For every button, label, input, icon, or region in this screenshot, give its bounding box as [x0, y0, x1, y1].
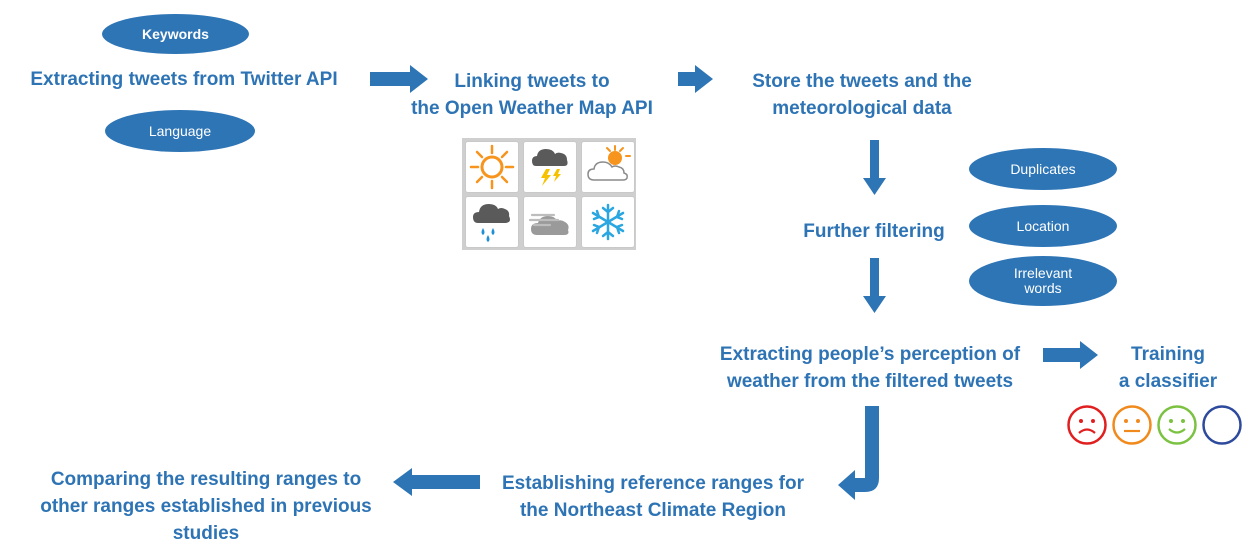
- compare-step-label: Comparing the resulting ranges to other …: [18, 466, 394, 547]
- sentiment-faces: [1067, 405, 1242, 445]
- snowflake-icon: [581, 196, 635, 248]
- store-step-label: Store the tweets and the meteorological …: [722, 68, 1002, 122]
- establish-step-label: Establishing reference ranges for the No…: [488, 470, 818, 524]
- arrow-perception-to-establish: [838, 406, 879, 500]
- training-step-line1: Training: [1131, 344, 1205, 365]
- perception-step-line1: Extracting people’s perception of: [719, 344, 1021, 365]
- store-step-line2: meteorological data: [772, 98, 952, 119]
- fog-icon: [523, 196, 577, 248]
- link-step-line2: the Open Weather Map API: [411, 98, 653, 119]
- arrow-link-to-store: [678, 65, 713, 93]
- empty-circle-icon: [1202, 405, 1242, 445]
- compare-step-line3: studies: [172, 523, 240, 544]
- rain-icon: [465, 196, 519, 248]
- compare-step-line1: Comparing the resulting ranges to: [50, 469, 362, 490]
- extract-step-label: Extracting tweets from Twitter API: [30, 69, 338, 90]
- arrow-filter-to-perception: [863, 258, 886, 313]
- establish-step-line1: Establishing reference ranges for: [502, 473, 804, 494]
- happy-face-icon: [1157, 405, 1197, 445]
- store-step-line1: Store the tweets and the: [752, 71, 972, 92]
- location-pill: Location: [969, 205, 1117, 247]
- link-step-label: Linking tweets to the Open Weather Map A…: [382, 68, 682, 122]
- filter-step-label: Further filtering: [803, 221, 945, 242]
- training-step-line2: a classifier: [1118, 371, 1218, 392]
- perception-step-label: Extracting people’s perception of weathe…: [690, 341, 1050, 395]
- neutral-face-icon: [1112, 405, 1152, 445]
- duplicates-pill: Duplicates: [969, 148, 1117, 190]
- establish-step-line2: the Northeast Climate Region: [519, 500, 787, 521]
- arrow-extract-to-link: [370, 65, 428, 93]
- irrelevant-words-pill: Irrelevant words: [969, 256, 1117, 306]
- partly-cloudy-icon: [581, 141, 635, 193]
- sun-icon: [465, 141, 519, 193]
- irrelevant-words-line2: words: [1024, 280, 1062, 296]
- link-step-line1: Linking tweets to: [454, 71, 610, 92]
- language-pill: Language: [105, 110, 255, 152]
- weather-icon-grid: [462, 138, 636, 250]
- irrelevant-words-line1: Irrelevant: [1013, 265, 1073, 281]
- training-step-label: Training a classifier: [1098, 341, 1238, 395]
- arrow-store-to-filter: [863, 140, 886, 195]
- keywords-pill: Keywords: [102, 14, 249, 54]
- arrow-perception-to-training: [1043, 341, 1098, 369]
- perception-step-line2: weather from the filtered tweets: [726, 371, 1014, 392]
- compare-step-line2: other ranges established in previous: [40, 496, 372, 517]
- thunderstorm-icon: [523, 141, 577, 193]
- sad-face-icon: [1067, 405, 1107, 445]
- arrow-establish-to-compare: [393, 468, 480, 496]
